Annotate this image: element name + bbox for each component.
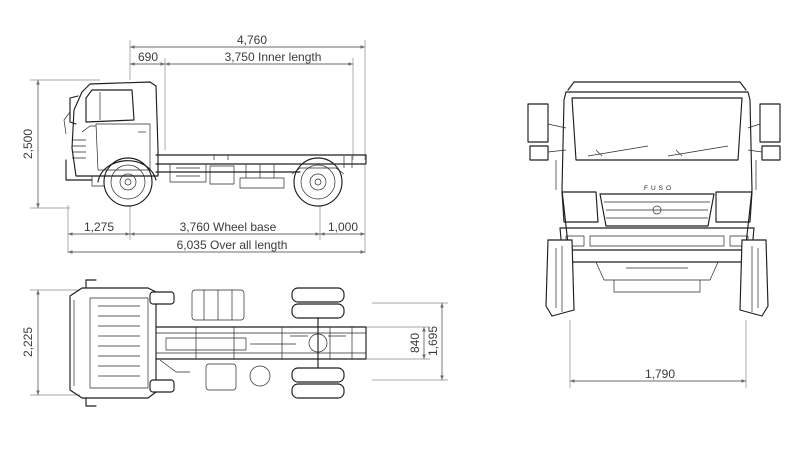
wheel-base-label: 3,760 Wheel base	[180, 220, 277, 234]
front-view: FUSO 1,790	[527, 81, 781, 388]
top-view: 2,225 840 1,695	[21, 279, 448, 407]
track-width-label: 1,790	[645, 367, 675, 381]
frame-inner-width-label: 840	[408, 333, 422, 353]
side-view-truck	[63, 81, 367, 207]
top-view-truck	[69, 279, 367, 407]
height-label: 2,500	[21, 129, 35, 159]
top-view-dimensions	[30, 289, 448, 396]
overall-length-label: 6,035 Over all length	[177, 238, 288, 252]
front-view-dimensions	[569, 320, 747, 388]
cab-front-label: 690	[138, 50, 158, 64]
rear-overhang-label: 1,000	[328, 220, 358, 234]
front-brand-text: FUSO	[644, 185, 674, 192]
overall-top-length-label: 4,760	[237, 33, 267, 47]
overall-width-label: 2,225	[21, 327, 35, 357]
front-view-truck	[527, 81, 781, 317]
side-view: 4,760 690 3,750 Inner length 2,500 1,275…	[21, 33, 367, 254]
side-view-dimensions	[30, 40, 366, 254]
frame-outer-width-label: 1,695	[426, 326, 440, 356]
front-overhang-label: 1,275	[84, 220, 114, 234]
inner-length-label: 3,750 Inner length	[225, 50, 322, 64]
